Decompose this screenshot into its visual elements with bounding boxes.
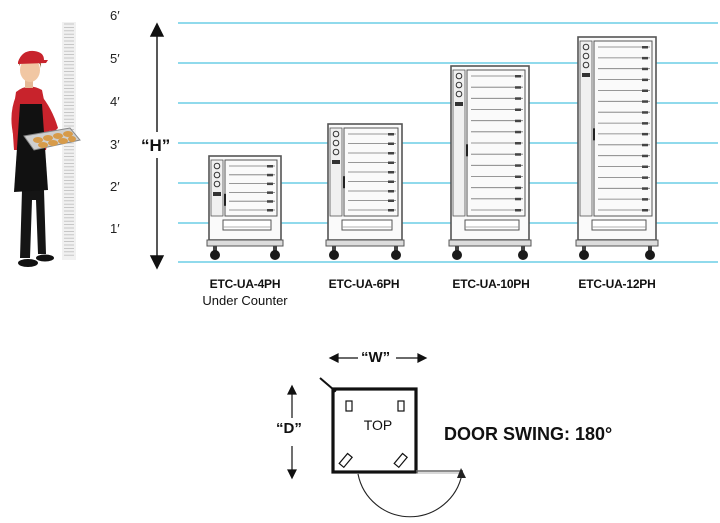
model-name-12ph: ETC-UA-12PH [578,277,656,291]
top-view [287,353,466,518]
caster-back-left [345,400,353,412]
depth-label: “D” [276,420,302,437]
foot-label-3: 3′ [110,137,120,152]
model-name-4ph: ETC-UA-4PH [209,277,281,291]
caster-back-right [397,400,405,412]
foot-label-6: 6′ [110,8,120,23]
width-label: “W” [361,349,391,366]
model-name-6ph: ETC-UA-6PH [328,277,400,291]
cabinet-6ph [325,123,405,260]
depth-arrow [287,384,297,480]
cabinet-lineup [206,36,659,260]
width-arrow [328,353,428,363]
cabinet-10ph [448,65,532,260]
caster-front-right [393,452,409,469]
door-swing-arc [357,473,463,518]
cabinet-top-outline [331,387,418,474]
door-handle [319,377,335,391]
cabinet-12ph [575,36,659,260]
cabinet-4ph [206,155,284,260]
foot-label-5: 5′ [110,51,120,66]
top-label: TOP [363,417,393,433]
caster-front-left [338,452,354,469]
foot-label-2: 2′ [110,179,120,194]
model-name-10ph: ETC-UA-10PH [452,277,530,291]
foot-label-1: 1′ [110,221,120,236]
foot-label-4: 4′ [110,94,120,109]
person-figure [11,50,81,267]
door-swing-label: DOOR SWING: 180° [444,424,613,444]
model-subtitle-4ph: Under Counter [202,293,288,308]
height-label: “H” [141,136,171,155]
height-arrow [149,22,165,270]
